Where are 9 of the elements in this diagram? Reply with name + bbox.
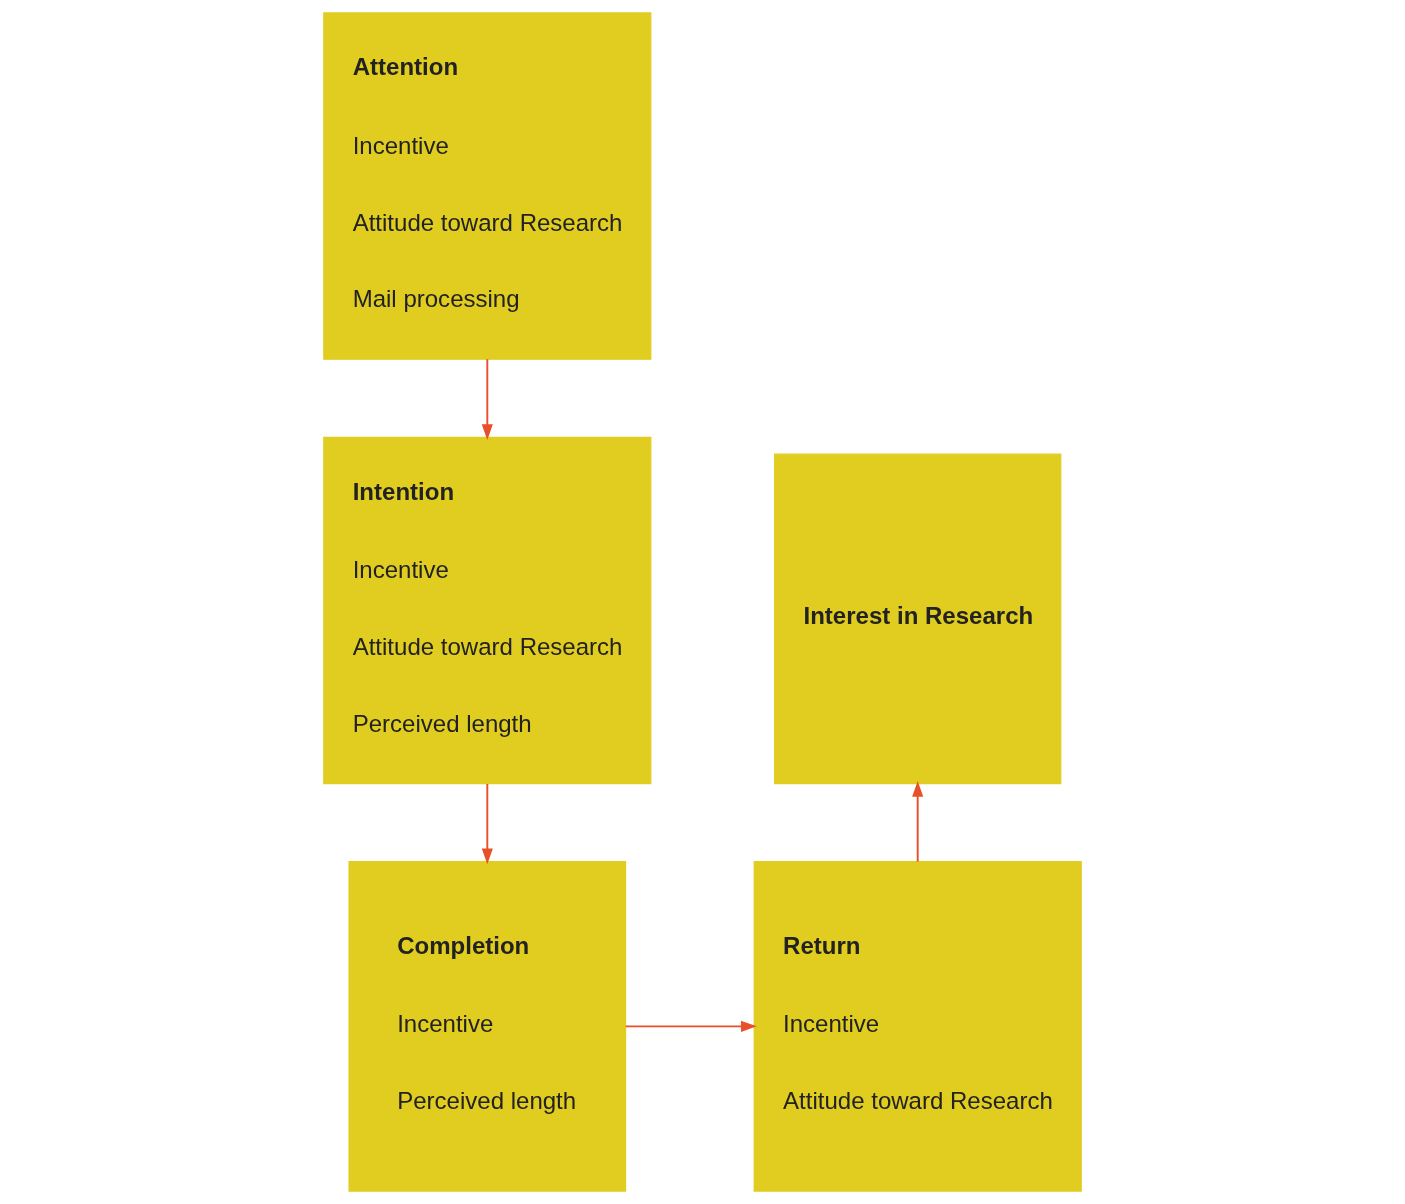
node-box: Interest in Research — [774, 453, 1062, 785]
node-box: Completion Incentive Perceived length — [348, 861, 627, 1192]
arrow — [481, 783, 493, 865]
arrow — [624, 1020, 757, 1032]
arrow — [912, 780, 924, 863]
node-box: Intention Incentive Attitude toward Research Perceived length — [323, 436, 652, 785]
node-box: Return Incentive Attitude toward Research — [753, 861, 1082, 1192]
node-box: Attention Incentive Attitude toward Research Mail processing — [323, 12, 652, 360]
arrow — [481, 358, 493, 441]
